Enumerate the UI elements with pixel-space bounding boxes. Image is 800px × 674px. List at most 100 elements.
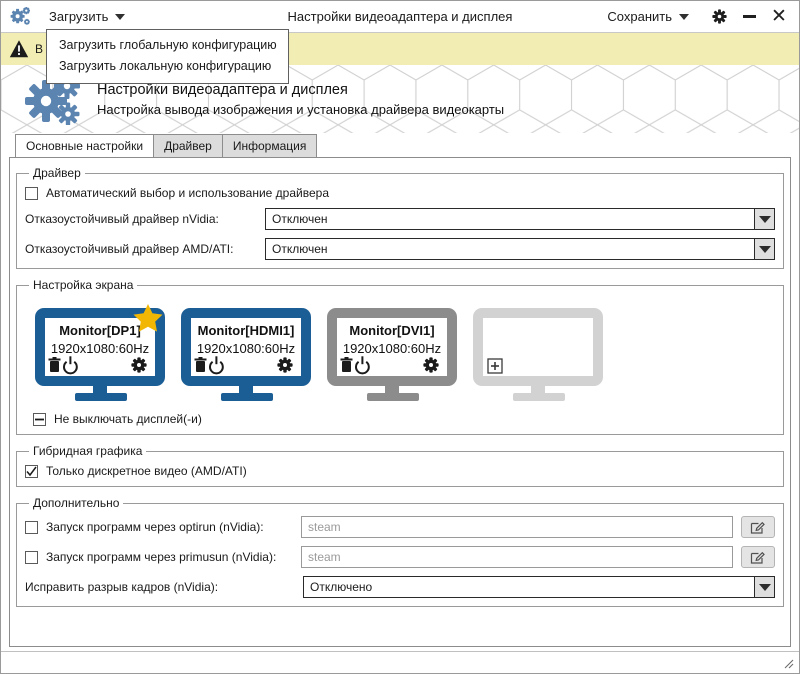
optirun-label: Запуск программ через optirun (nVidia): — [46, 520, 264, 534]
monitor-mode: 1920x1080:60Hz — [343, 341, 441, 356]
amd-fallback-row: Отказоустойчивый драйвер AMD/ATI: Отключ… — [25, 238, 775, 260]
monitor-graphic: Monitor[HDMI1] 1920x1080:60Hz — [181, 308, 311, 401]
monitor-card-hdmi1[interactable]: Monitor[HDMI1] 1920x1080:60Hz — [179, 302, 317, 402]
primusun-checkbox[interactable] — [25, 550, 38, 564]
power-icon — [63, 356, 78, 375]
checkmark-icon — [26, 466, 37, 476]
dropdown-arrow-icon[interactable] — [754, 209, 774, 229]
additional-group-legend: Дополнительно — [33, 496, 120, 510]
optirun-input[interactable]: steam — [301, 516, 733, 538]
edit-pencil-icon — [750, 551, 765, 564]
trash-icon — [194, 357, 207, 372]
banner-subtitle: Настройка вывода изображения и установка… — [97, 101, 505, 117]
nvidia-fallback-value: Отключен — [272, 212, 328, 226]
chevron-down-icon — [115, 13, 126, 20]
minimize-button[interactable] — [735, 4, 763, 30]
screen-setup-group: Настройка экрана Monitor[DP1] 1920x1080:… — [16, 278, 784, 435]
additional-group: Дополнительно Запуск программ через opti… — [16, 496, 784, 607]
gear-icon — [131, 357, 147, 373]
warning-triangle-icon — [9, 40, 29, 58]
screen-setup-legend: Настройка экрана — [33, 278, 134, 292]
discrete-only-row: Только дискретное видео (AMD/ATI) — [25, 464, 775, 478]
gear-icon — [423, 357, 439, 373]
tab-strip: Основные настройки Драйвер Информация — [1, 133, 799, 157]
save-menu-button[interactable]: Сохранить — [599, 6, 697, 27]
optirun-edit-button[interactable] — [741, 516, 775, 538]
resize-grip-icon[interactable] — [783, 658, 795, 670]
monitor-card-add-new[interactable] — [471, 302, 609, 402]
driver-group: Драйвер Автоматический выбор и использов… — [16, 166, 784, 269]
monitor-mode: 1920x1080:60Hz — [197, 341, 295, 356]
menu-item-load-global-config[interactable]: Загрузить глобальную конфигурацию — [59, 38, 277, 52]
status-bar — [1, 651, 799, 673]
monitor-name: Monitor[DP1] — [59, 323, 141, 338]
power-icon — [355, 356, 370, 375]
chevron-down-icon — [679, 13, 689, 20]
optirun-row: Запуск программ через optirun (nVidia): … — [25, 516, 775, 538]
gear-icon — [711, 9, 727, 24]
menu-item-load-local-config[interactable]: Загрузить локальную конфигурацию — [59, 59, 272, 73]
dont-turn-off-checkbox[interactable] — [33, 412, 46, 426]
close-button[interactable]: ✕ — [765, 4, 793, 30]
banner-text: Настройки видеоадаптера и дисплея Настро… — [97, 82, 504, 117]
amd-fallback-combobox[interactable]: Отключен — [265, 238, 775, 260]
tab-main-settings[interactable]: Основные настройки — [15, 134, 155, 157]
auto-driver-row: Автоматический выбор и использование дра… — [25, 186, 775, 200]
monitor-card-dvi1[interactable]: Monitor[DVI1] 1920x1080:60Hz — [325, 302, 463, 402]
primusun-row: Запуск программ через primusun (nVidia):… — [25, 546, 775, 568]
power-icon — [209, 356, 224, 375]
settings-button[interactable] — [705, 4, 733, 30]
tab-information[interactable]: Информация — [221, 134, 318, 157]
discrete-only-label: Только дискретное видео (AMD/ATI) — [46, 464, 247, 478]
gear-icon — [277, 357, 293, 373]
monitor-list: Monitor[DP1] 1920x1080:60Hz — [25, 298, 775, 408]
auto-driver-label: Автоматический выбор и использование дра… — [46, 186, 329, 200]
monitor-name: Monitor[HDMI1] — [198, 323, 295, 338]
nvidia-fallback-label: Отказоустойчивый драйвер nVidia: — [25, 212, 219, 226]
auto-driver-checkbox[interactable] — [25, 186, 38, 200]
star-icon — [133, 304, 163, 332]
hybrid-graphics-group: Гибридная графика Только дискретное виде… — [16, 444, 784, 487]
indeterminate-dash-icon — [35, 418, 44, 420]
close-icon: ✕ — [771, 6, 787, 27]
tearfree-row: Исправить разрыв кадров (nVidia): Отключ… — [25, 576, 775, 598]
monitor-graphic: Monitor[DVI1] 1920x1080:60Hz — [327, 308, 457, 401]
plus-icon — [487, 358, 503, 374]
monitor-graphic: Monitor[DP1] 1920x1080:60Hz — [35, 304, 165, 401]
optirun-checkbox[interactable] — [25, 520, 38, 534]
primusun-label: Запуск программ через primusun (nVidia): — [46, 550, 277, 564]
amd-fallback-label: Отказоустойчивый драйвер AMD/ATI: — [25, 242, 234, 256]
trash-icon — [340, 357, 353, 372]
hybrid-graphics-legend: Гибридная графика — [33, 444, 143, 458]
app-gears-icon — [10, 6, 30, 25]
dropdown-arrow-icon[interactable] — [754, 239, 774, 259]
tab-driver[interactable]: Драйвер — [153, 134, 223, 157]
nvidia-fallback-combobox[interactable]: Отключен — [265, 208, 775, 230]
load-menu-button[interactable]: Загрузить — [43, 6, 131, 27]
load-dropdown-menu[interactable]: Загрузить глобальную конфигурацию Загруз… — [46, 29, 289, 84]
trash-icon — [48, 357, 61, 372]
load-menu-label: Загрузить — [49, 9, 109, 24]
dont-turn-off-row: Не выключать дисплей(-и) — [25, 412, 775, 426]
tab-content-main-settings: Драйвер Автоматический выбор и использов… — [9, 157, 791, 647]
dont-turn-off-label: Не выключать дисплей(-и) — [54, 412, 202, 426]
dropdown-arrow-icon[interactable] — [754, 577, 774, 597]
primusun-input[interactable]: steam — [301, 546, 733, 568]
save-menu-label: Сохранить — [607, 9, 672, 24]
tearfree-combobox[interactable]: Отключено — [303, 576, 775, 598]
discrete-only-checkbox[interactable] — [25, 464, 38, 478]
monitor-name: Monitor[DVI1] — [349, 323, 434, 338]
primusun-edit-button[interactable] — [741, 546, 775, 568]
monitor-card-dp1[interactable]: Monitor[DP1] 1920x1080:60Hz — [33, 302, 171, 402]
driver-group-legend: Драйвер — [33, 166, 81, 180]
title-bar-right: Сохранить ✕ — [599, 4, 793, 30]
nvidia-fallback-row: Отказоустойчивый драйвер nVidia: Отключе… — [25, 208, 775, 230]
amd-fallback-value: Отключен — [272, 242, 328, 256]
tearfree-label: Исправить разрыв кадров (nVidia): — [25, 580, 219, 594]
minimize-icon — [742, 15, 756, 18]
edit-pencil-icon — [750, 521, 765, 534]
monitor-mode: 1920x1080:60Hz — [51, 341, 149, 356]
monitor-graphic — [473, 308, 603, 401]
warning-text: В — [35, 42, 44, 56]
